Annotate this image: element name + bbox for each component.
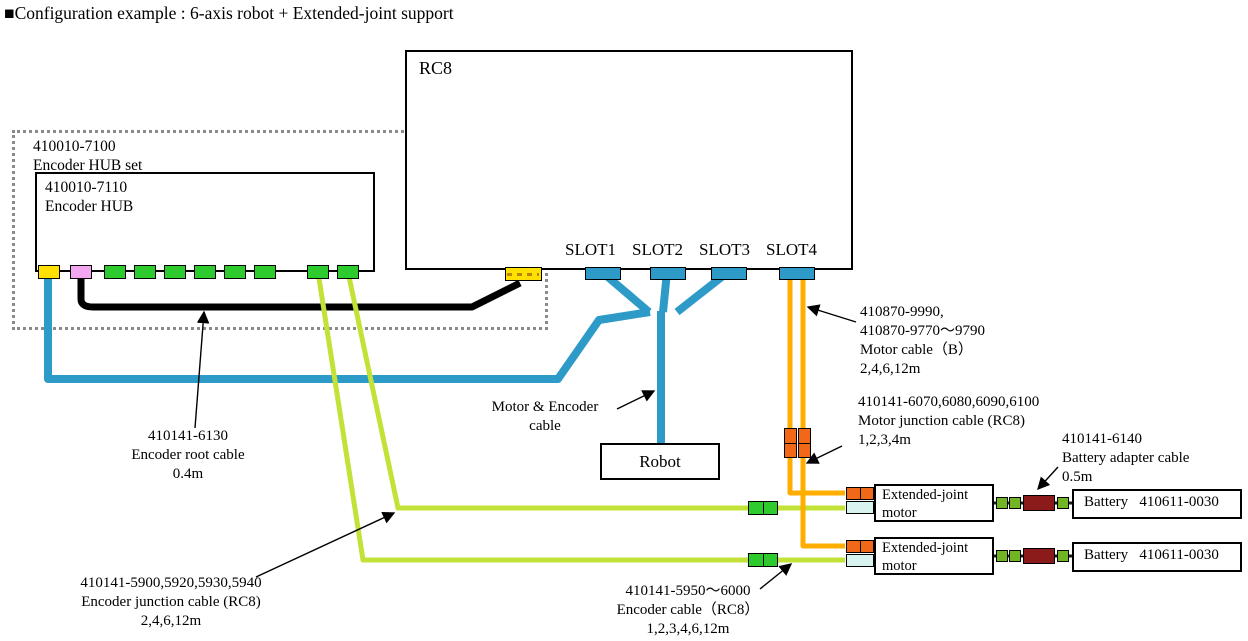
slot-labels: SLOT1 SLOT2 SLOT3 SLOT4: [565, 240, 817, 260]
encoder-hub-set-label: 410010-7100 Encoder HUB set: [33, 138, 143, 175]
battery-adapter-connector: [1057, 497, 1069, 509]
encoder-junction-connector: [748, 553, 778, 567]
battery-adapter-body: [1023, 548, 1055, 564]
hub-green-connector: [254, 265, 276, 279]
slot2-connector: [650, 267, 686, 280]
extended-joint-motor-1: Extended-joint motor: [874, 484, 994, 522]
motor1-motor-connector: [846, 487, 874, 500]
battery-adapter-connector: [1009, 550, 1021, 562]
robot-label: Robot: [639, 451, 681, 471]
battery2-label: Battery 410611-0030: [1084, 547, 1219, 563]
hub-green-connector: [104, 265, 126, 279]
encoder-hub-label: 410010-7110 Encoder HUB: [45, 179, 134, 216]
battery-adapter-connector: [1009, 497, 1021, 509]
encoder-junction-cable-2: [315, 271, 845, 563]
hub-pink-connector: [70, 265, 92, 279]
battery-adapter-arrow: [1037, 466, 1059, 491]
battery-adapter-connector: [996, 550, 1008, 562]
motor-cable-b-2: [800, 272, 845, 549]
rc8-controller-box: RC8 SLOT1 SLOT2 SLOT3 SLOT4: [405, 50, 853, 270]
encoder-junction-connector: [748, 501, 778, 515]
extended-joint-motor-2: Extended-joint motor: [874, 537, 994, 575]
hub-green-connector: [337, 265, 359, 279]
encoder-cable-arrow: [759, 563, 793, 590]
motor2-encoder-connector: [846, 554, 874, 567]
motor-junction-connector: [784, 428, 797, 458]
motor-cable-b-1: [787, 272, 845, 496]
motor-cable-b-arrow: [806, 304, 857, 323]
battery-box-2: Battery 410611-0030: [1072, 542, 1242, 572]
encoder-root-cable: [77, 272, 522, 311]
motor1-encoder-connector: [846, 501, 874, 514]
robot-box: Robot: [600, 443, 720, 480]
battery1-label: Battery 410611-0030: [1084, 494, 1219, 510]
encoder-junction-cable-label: 410141-5900,5920,5930,5940 Encoder junct…: [80, 575, 262, 630]
slot2-label: SLOT2: [632, 240, 683, 259]
hub-green-connector: [164, 265, 186, 279]
hub-green-connector: [194, 265, 216, 279]
encoder-hub-box: 410010-7110 Encoder HUB: [35, 172, 375, 272]
hub-green-connector: [224, 265, 246, 279]
encoder-cable-label: 410141-5950～6000 Encoder cable（RC8） 1,2,…: [616, 583, 760, 638]
rc8-encoder-root-connector: [505, 267, 542, 281]
encoder-root-cable-label: 410141-6130 Encoder root cable 0.4m: [131, 428, 245, 483]
battery-box-1: Battery 410611-0030: [1072, 489, 1242, 519]
slot1-connector: [585, 267, 621, 280]
diagram-title: ■Configuration example : 6-axis robot + …: [4, 3, 454, 23]
rc8-label: RC8: [419, 58, 453, 78]
motor-encoder-cable-label: Motor & Encoder cable: [491, 399, 599, 435]
motor-encoder-arrow: [616, 390, 656, 410]
hub-yellow-connector: [38, 265, 60, 279]
slot4-connector: [779, 267, 815, 280]
slot3-label: SLOT3: [699, 240, 750, 259]
slot1-label: SLOT1: [565, 240, 616, 259]
hub-to-rc8-blue-cable: [44, 270, 651, 383]
slot4-label: SLOT4: [766, 240, 817, 259]
battery-adapter-connector: [1057, 550, 1069, 562]
battery-adapter-connector: [996, 497, 1008, 509]
motor2-label: Extended-joint motor: [882, 540, 969, 574]
motor-junction-connector: [798, 428, 811, 458]
slot3-connector: [711, 267, 747, 280]
motor-cable-b-label: 410870-9990, 410870-9770～9790 Motor cabl…: [860, 304, 985, 378]
battery-adapter-body: [1023, 495, 1055, 511]
hub-green-connector: [134, 265, 156, 279]
battery-adapter-cable-label: 410141-6140 Battery adapter cable 0.5m: [1062, 431, 1190, 486]
encoder-root-arrow: [194, 310, 210, 429]
motor1-label: Extended-joint motor: [882, 487, 969, 521]
motor2-motor-connector: [846, 540, 874, 553]
hub-green-connector: [307, 265, 329, 279]
motor-junction-cable-label: 410141-6070,6080,6090,6100 Motor junctio…: [858, 394, 1040, 449]
motor-junction-arrow: [805, 445, 843, 464]
encoder-junction-arrow: [255, 511, 396, 578]
encoder-junction-cable-1: [345, 271, 845, 511]
